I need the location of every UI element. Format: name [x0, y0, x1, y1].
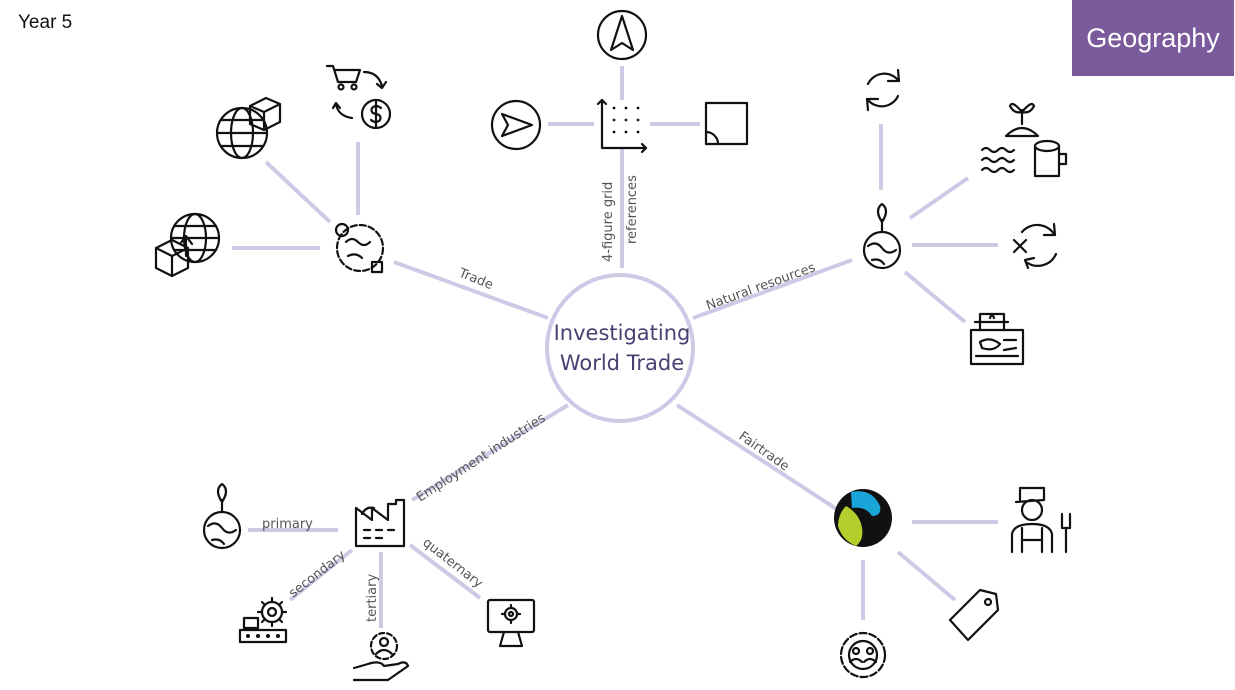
- fairtrade-label: Fairtrade: [736, 429, 792, 474]
- center-title-line1: Investigating: [554, 321, 691, 345]
- computer-gear-icon: [486, 598, 536, 648]
- grid-label-line2: references: [625, 175, 640, 244]
- trade-label: Trade: [456, 265, 496, 293]
- center-circle: [545, 273, 695, 423]
- year-label: Year 5: [18, 12, 73, 33]
- center-title-line2: World Trade: [560, 351, 684, 375]
- leaf-globe-icon: [862, 202, 902, 270]
- price-tag-icon: [948, 588, 1000, 642]
- primary-label: primary: [262, 517, 313, 532]
- subject-badge: Geography: [1072, 0, 1234, 76]
- fairtrade-logo-icon: [834, 489, 892, 547]
- connector-lines: [232, 66, 998, 628]
- tertiary-label: tertiary: [365, 574, 380, 622]
- secondary-label: secondary: [286, 548, 349, 601]
- dollar-coin-icon: [331, 98, 392, 130]
- center-node: Investigating World Trade: [545, 273, 695, 423]
- compass-north-icon: [596, 9, 648, 61]
- factory-icon: [354, 498, 406, 548]
- employment-industries-label: Employment industries: [414, 411, 549, 506]
- conveyor-gear-icon: [238, 596, 288, 644]
- square-corner-icon: [704, 101, 749, 146]
- grid-label-line1: 4-figure grid: [601, 182, 616, 262]
- globe-boxes-icon: [154, 212, 221, 278]
- sapling-water-logs-icon: [980, 102, 1068, 178]
- world-trade-icon: [334, 222, 385, 274]
- quaternary-label: quaternary: [420, 535, 486, 591]
- recycle-arrows-icon: [865, 68, 901, 112]
- farmer-icon: [1010, 486, 1072, 554]
- oil-mining-icon: [969, 312, 1025, 366]
- plant-globe-icon: [202, 482, 242, 550]
- no-recycle-icon: [1012, 222, 1058, 270]
- grid-axes-icon: [596, 98, 648, 154]
- hand-gear-person-icon: [352, 631, 410, 682]
- natural-resources-label: Natural resources: [704, 260, 817, 314]
- direction-arrow-icon: [490, 99, 542, 151]
- shopping-cart-icon: [325, 64, 388, 91]
- gear-people-icon: [839, 631, 887, 679]
- globe-parcel-icon: [215, 96, 282, 160]
